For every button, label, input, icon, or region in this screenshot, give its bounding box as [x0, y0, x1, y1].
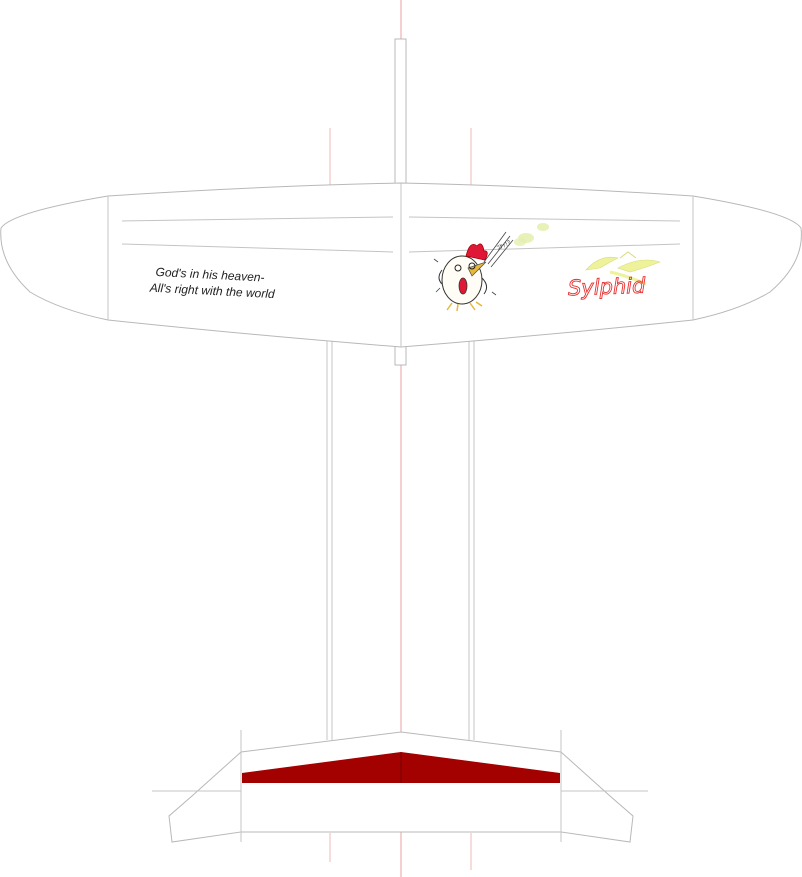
stabilizer-left-tip: [168, 750, 242, 843]
stabilizer-right-tip: [560, 750, 634, 843]
wing-motto-line2: All's right with the world: [148, 281, 275, 302]
chicken-mascot-icon: [433, 231, 514, 312]
wing-motto-line1: God's in his heaven-: [155, 265, 265, 285]
puff-cloud-icon: [514, 223, 549, 246]
horizontal-stabilizer: [240, 731, 562, 833]
main-wing: [0, 182, 802, 348]
sylphid-logo-text: Sylphid: [568, 274, 647, 301]
tail-booms: [326, 340, 475, 740]
sylphid-logo: Sylphid: [567, 251, 661, 301]
